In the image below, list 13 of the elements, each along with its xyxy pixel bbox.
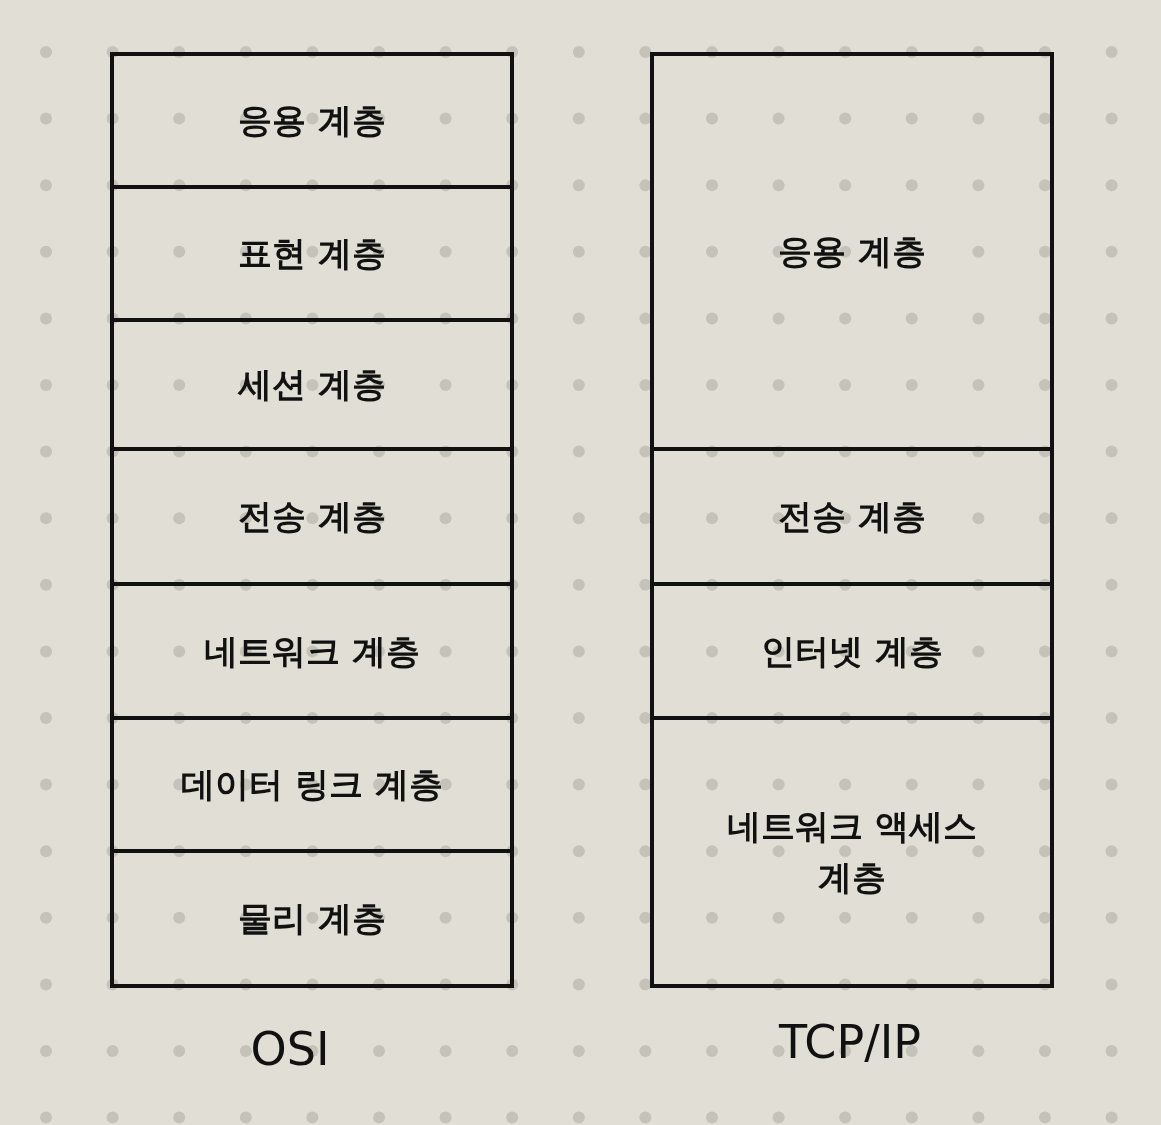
layer-label: 응용 계층 bbox=[777, 230, 927, 273]
layer-label: 물리 계층 bbox=[237, 897, 387, 940]
layer-label: 전송 계층 bbox=[237, 495, 387, 538]
layer-label: 인터넷 계층 bbox=[760, 629, 944, 673]
layer-label: 응용 계층 bbox=[237, 99, 387, 142]
layer-label: 전송 계층 bbox=[777, 495, 927, 538]
layer-label: 네트워크 계층 bbox=[203, 629, 421, 673]
layer-label: 데이터 링크 계층 bbox=[180, 763, 444, 806]
column-caption: OSI bbox=[250, 1022, 330, 1076]
layer-label: 네트워크 액세스 계층 bbox=[726, 805, 978, 899]
column-caption: TCP/IP bbox=[778, 1015, 922, 1069]
layer-label: 세션 계층 bbox=[236, 363, 387, 406]
layer-label: 표현 계층 bbox=[237, 232, 387, 275]
